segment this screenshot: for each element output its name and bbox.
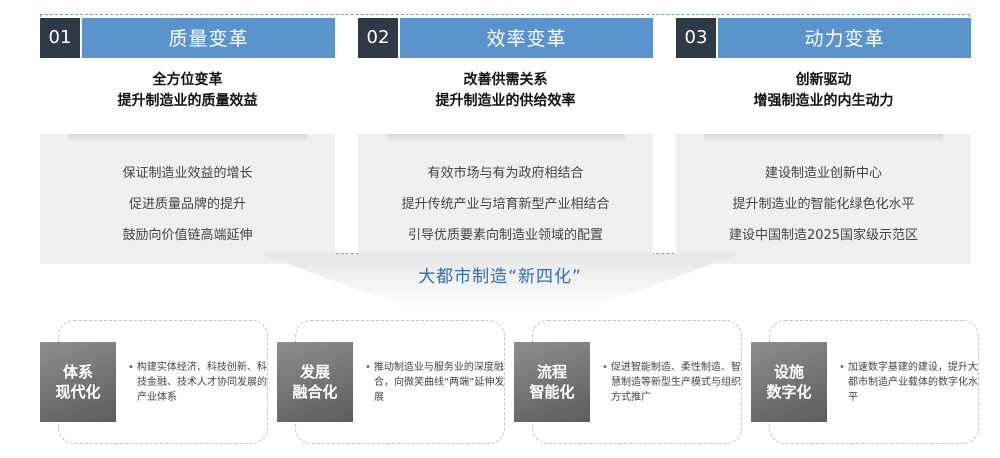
- bullet-icon: •: [365, 362, 371, 373]
- card-description: •构建实体经济、科技创新、科技金融、技术人才协同发展的产业体系: [128, 360, 270, 405]
- card-tag-line1: 流程: [536, 363, 567, 381]
- pillar-divider: [704, 134, 943, 142]
- card-tag: 发展 融合化: [277, 342, 353, 422]
- pillar-subtitle: 改善供需关系 提升制造业的供给效率: [358, 60, 653, 134]
- card-description-text: 推动制造业与服务业的深度融合，向微笑曲线“两端”延伸发展: [373, 362, 505, 403]
- pillar-header: 02 效率变革: [358, 18, 653, 58]
- bullet-icon: •: [839, 362, 845, 373]
- pillar-item: 有效市场与有为政府相结合: [427, 166, 584, 181]
- pillar-item: 提升制造业的智能化绿色化水平: [732, 197, 915, 212]
- card-tag-line1: 设施: [773, 363, 804, 381]
- card-system-modernization: 体系 现代化 •构建实体经济、科技创新、科技金融、技术人才协同发展的产业体系: [40, 320, 272, 444]
- pillar-quality: 01 质量变革 全方位变革 提升制造业的质量效益 保证制造业效益的增长 促进质量…: [40, 14, 335, 264]
- pillar-body: 有效市场与有为政府相结合 提升传统产业与培育新型产业相结合 引导优质要素向制造业…: [358, 134, 653, 264]
- card-description-text: 促进智能制造、柔性制造、智慧制造等新型生产模式与组织方式推广: [610, 362, 741, 403]
- center-title: 大都市制造“新四化”: [418, 267, 582, 287]
- pillar-title: 效率变革: [400, 18, 653, 58]
- pillar-subtitle-line2: 提升制造业的质量效益: [117, 93, 258, 109]
- funnel-shape: [260, 254, 740, 312]
- pillar-power: 03 动力变革 创新驱动 增强制造业的内生动力 建设制造业创新中心 提升制造业的…: [676, 14, 971, 264]
- pillar-item: 促进质量品牌的提升: [128, 197, 246, 212]
- bullet-icon: •: [602, 362, 608, 373]
- pillar-item: 提升传统产业与培育新型产业相结合: [401, 197, 610, 212]
- pillar-header: 01 质量变革: [40, 18, 335, 58]
- card-tag-line1: 发展: [299, 363, 330, 381]
- card-tag-line2: 融合化: [292, 383, 338, 401]
- pillar-item: 鼓励向价值链高端延伸: [122, 228, 253, 243]
- card-development-integration: 发展 融合化 •推动制造业与服务业的深度融合，向微笑曲线“两端”延伸发展: [277, 320, 509, 444]
- pillar-item: 保证制造业效益的增长: [122, 166, 253, 181]
- card-facility-digitalization: 设施 数字化 •加速数字基建的建设，提升大都市制造产业载体的数字化水平: [751, 320, 983, 444]
- pillar-subtitle: 全方位变革 提升制造业的质量效益: [40, 60, 335, 134]
- card-tag-line2: 现代化: [55, 383, 101, 401]
- pillar-item: 引导优质要素向制造业领域的配置: [407, 228, 603, 243]
- pillar-title: 动力变革: [718, 18, 971, 58]
- pillar-subtitle-line1: 全方位变革: [152, 72, 223, 88]
- card-description: •促进智能制造、柔性制造、智慧制造等新型生产模式与组织方式推广: [602, 360, 744, 405]
- card-tag: 体系 现代化: [40, 342, 116, 422]
- bullet-icon: •: [128, 362, 134, 373]
- pillar-item: 建设制造业创新中心: [764, 166, 882, 181]
- card-process-intelligence: 流程 智能化 •促进智能制造、柔性制造、智慧制造等新型生产模式与组织方式推广: [514, 320, 746, 444]
- pillar-divider: [68, 134, 307, 142]
- card-description-text: 构建实体经济、科技创新、科技金融、技术人才协同发展的产业体系: [136, 362, 267, 403]
- card-tag-line2: 数字化: [766, 383, 812, 401]
- pillar-number: 03: [676, 18, 716, 58]
- card-tag-line2: 智能化: [529, 383, 575, 401]
- card-tag: 设施 数字化: [751, 342, 827, 422]
- card-description: •加速数字基建的建设，提升大都市制造产业载体的数字化水平: [839, 360, 981, 405]
- pillar-subtitle-line2: 提升制造业的供给效率: [435, 93, 576, 109]
- pillar-body: 建设制造业创新中心 提升制造业的智能化绿色化水平 建设中国制造2025国家级示范…: [676, 134, 971, 264]
- card-tag: 流程 智能化: [514, 342, 590, 422]
- pillar-number: 02: [358, 18, 398, 58]
- pillar-body: 保证制造业效益的增长 促进质量品牌的提升 鼓励向价值链高端延伸: [40, 134, 335, 264]
- pillar-subtitle-line2: 增强制造业的内生动力: [753, 93, 894, 109]
- pillar-title: 质量变革: [82, 18, 335, 58]
- card-description-text: 加速数字基建的建设，提升大都市制造产业载体的数字化水平: [847, 362, 978, 403]
- pillar-divider: [386, 134, 625, 142]
- pillar-subtitle-line1: 改善供需关系: [463, 72, 548, 88]
- pillar-efficiency: 02 效率变革 改善供需关系 提升制造业的供给效率 有效市场与有为政府相结合 提…: [358, 14, 653, 264]
- pillar-header: 03 动力变革: [676, 18, 971, 58]
- pillar-number: 01: [40, 18, 80, 58]
- pillar-item: 建设中国制造2025国家级示范区: [728, 228, 919, 243]
- card-tag-line1: 体系: [62, 363, 93, 381]
- pillar-subtitle: 创新驱动 增强制造业的内生动力: [676, 60, 971, 134]
- card-description: •推动制造业与服务业的深度融合，向微笑曲线“两端”延伸发展: [365, 360, 507, 405]
- pillar-subtitle-line1: 创新驱动: [795, 72, 852, 88]
